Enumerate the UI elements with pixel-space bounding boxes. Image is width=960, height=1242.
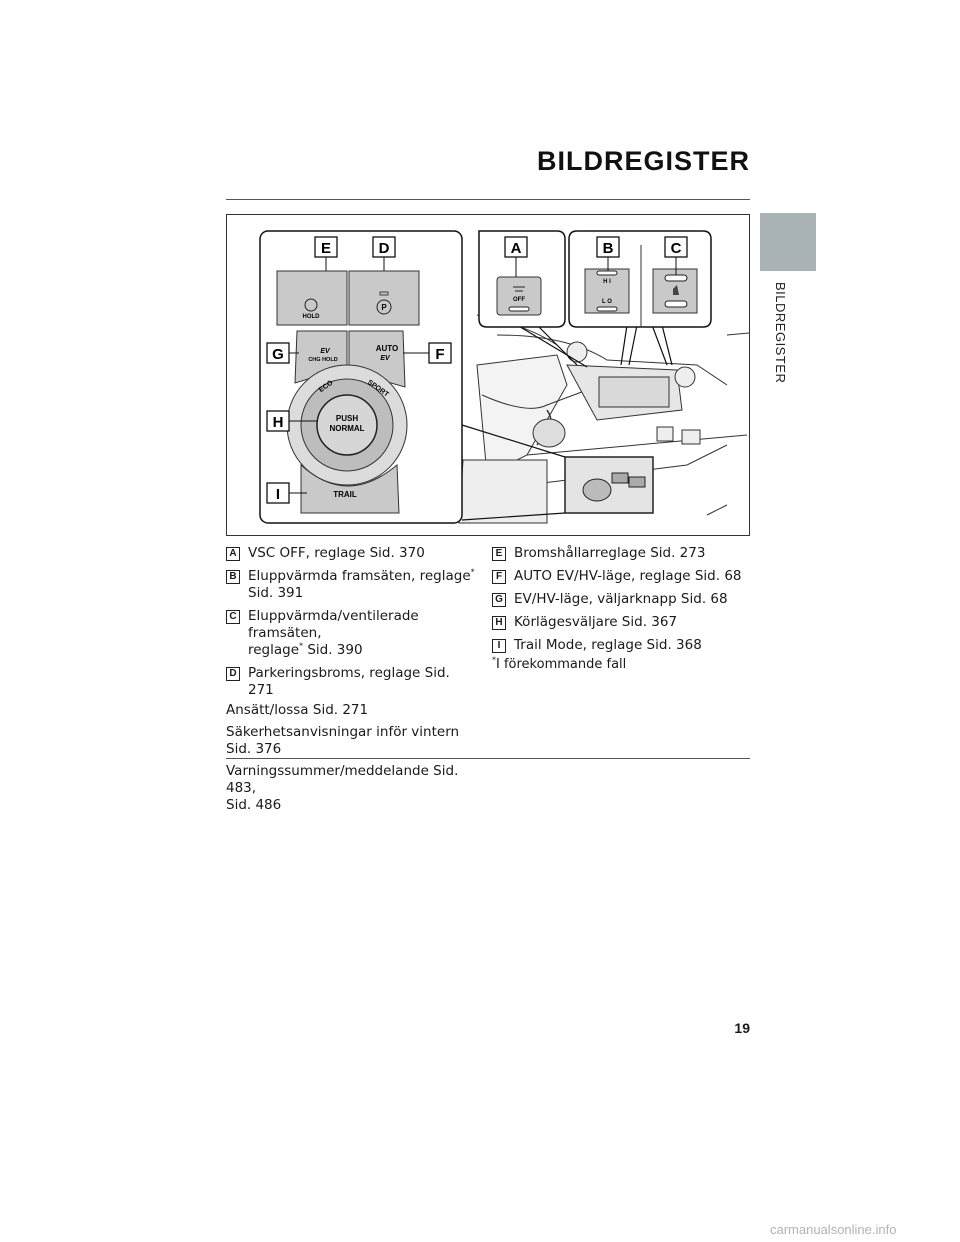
- legend-item-d: D Parkeringsbroms, reglage Sid. 271: [226, 665, 476, 699]
- page-number: 19: [734, 1020, 750, 1036]
- legend-text-d: Parkeringsbroms, reglage Sid. 271: [248, 665, 450, 698]
- callout-leaders: [289, 257, 677, 494]
- badge-a: A: [226, 547, 240, 561]
- callout-f: F: [435, 346, 444, 363]
- legend-text-g: EV/HV-läge, väljarknapp Sid. 68: [514, 591, 728, 607]
- hold-label: HOLD: [303, 314, 321, 320]
- hi-label: H I: [603, 279, 611, 285]
- asterisk-c: *: [299, 641, 304, 651]
- legend-right-column: E Bromshållarreglage Sid. 273 F AUTO EV/…: [492, 545, 750, 673]
- legend-text-f: AUTO EV/HV-läge, reglage Sid. 68: [514, 568, 742, 584]
- callout-d: D: [379, 240, 390, 257]
- sub-item-warning-text: Varningssummer/meddelande Sid. 483,: [226, 763, 459, 796]
- footer-rule: [226, 758, 750, 759]
- badge-f: F: [492, 570, 506, 584]
- sub-item-warning-page: Sid. 486: [226, 797, 282, 813]
- console-inset: [458, 456, 654, 524]
- ev-label: EV: [380, 355, 391, 362]
- trail-label: TRAIL: [333, 490, 357, 499]
- sub-item-warning: Varningssummer/meddelande Sid. 483, Sid.…: [226, 763, 476, 814]
- interior-sketch: [476, 314, 750, 516]
- callout-a: A: [511, 240, 522, 257]
- badge-b: B: [226, 570, 240, 584]
- badge-i: I: [492, 639, 506, 653]
- badge-e: E: [492, 547, 506, 561]
- chg-hold-label: CHG HOLD: [308, 357, 337, 363]
- legend-text-c-line2-after: Sid. 390: [303, 642, 363, 658]
- badge-h: H: [492, 616, 506, 630]
- legend-item-g: G EV/HV-läge, väljarknapp Sid. 68: [492, 591, 750, 608]
- off-label: OFF: [513, 297, 525, 303]
- badge-g: G: [492, 593, 506, 607]
- legend-item-c: C Eluppvärmda/ventilerade framsäten, reg…: [226, 608, 476, 659]
- chapter-tab: [760, 213, 816, 271]
- legend-text-b-line2: Sid. 391: [248, 585, 304, 601]
- asterisk-b: *: [470, 567, 475, 577]
- lo-label: L O: [602, 299, 612, 305]
- legend-text-b: Eluppvärmda framsäten, reglage: [248, 568, 471, 584]
- legend-text-i: Trail Mode, reglage Sid. 368: [514, 637, 702, 653]
- leader-lines: [461, 324, 673, 521]
- badge-d: D: [226, 667, 240, 681]
- illustration-svg: HOLD P CHG HOLD EV AUTO EV PUSH NORMAL E…: [259, 230, 750, 524]
- controls-illustration: HOLD P CHG HOLD EV AUTO EV PUSH NORMAL E…: [226, 214, 750, 536]
- legend-item-h: H Körlägesväljare Sid. 367: [492, 614, 750, 631]
- callout-i: I: [276, 486, 280, 503]
- legend-item-e: E Bromshållarreglage Sid. 273: [492, 545, 750, 562]
- legend-text-c: Eluppvärmda/ventilerade framsäten,: [248, 608, 419, 641]
- legend-item-a: A VSC OFF, reglage Sid. 370: [226, 545, 476, 562]
- push-label: PUSH: [336, 414, 358, 423]
- svg-text:EV: EV: [320, 348, 331, 355]
- legend-text-h: Körlägesväljare Sid. 367: [514, 614, 678, 630]
- sub-item-apply-release: Ansätt/lossa Sid. 271: [226, 702, 476, 719]
- legend-text-c-line2: reglage: [248, 642, 300, 658]
- callout-boxes: [266, 236, 688, 504]
- footnote-text: I förekommande fall: [496, 657, 627, 672]
- legend-left-column: A VSC OFF, reglage Sid. 370 B Eluppvärmd…: [226, 545, 476, 819]
- legend-item-f: F AUTO EV/HV-läge, reglage Sid. 68: [492, 568, 750, 585]
- sub-item-apply-release-text: Ansätt/lossa Sid. 271: [226, 702, 369, 718]
- normal-label: NORMAL: [329, 424, 364, 433]
- legend-item-i: I Trail Mode, reglage Sid. 368: [492, 637, 750, 654]
- auto-label: AUTO: [376, 344, 399, 353]
- vsc-panel: OFF: [478, 230, 566, 328]
- chapter-tab-label: BILDREGISTER: [773, 282, 788, 384]
- callout-c: C: [671, 240, 682, 257]
- footnote-asterisk: *: [492, 655, 496, 665]
- callout-letters: E D A B C G F H I: [272, 240, 681, 503]
- sub-item-winter: Säkerhetsanvisningar inför vintern Sid. …: [226, 724, 476, 758]
- footnote: *I förekommande fall: [492, 656, 750, 673]
- svg-text:P: P: [381, 303, 387, 312]
- sub-item-winter-page: Sid. 376: [226, 741, 282, 757]
- legend-text-e: Bromshållarreglage Sid. 273: [514, 545, 706, 561]
- page-title: BILDREGISTER: [536, 146, 750, 176]
- callout-g: G: [272, 346, 284, 363]
- sub-item-winter-text: Säkerhetsanvisningar inför vintern: [226, 724, 460, 740]
- watermark: carmanualsonline.info: [770, 1222, 897, 1237]
- badge-c: C: [226, 610, 240, 624]
- seat-heater-panel: H I L O: [568, 230, 712, 328]
- callout-b: B: [603, 240, 614, 257]
- callout-e: E: [321, 240, 331, 257]
- legend-text-a: VSC OFF, reglage Sid. 370: [248, 545, 425, 561]
- callout-h: H: [273, 414, 284, 431]
- header-rule: [226, 199, 750, 200]
- legend-item-b: B Eluppvärmda framsäten, reglage* Sid. 3…: [226, 568, 476, 602]
- left-switch-panel: HOLD P CHG HOLD EV AUTO EV PUSH NORMAL E…: [259, 230, 463, 524]
